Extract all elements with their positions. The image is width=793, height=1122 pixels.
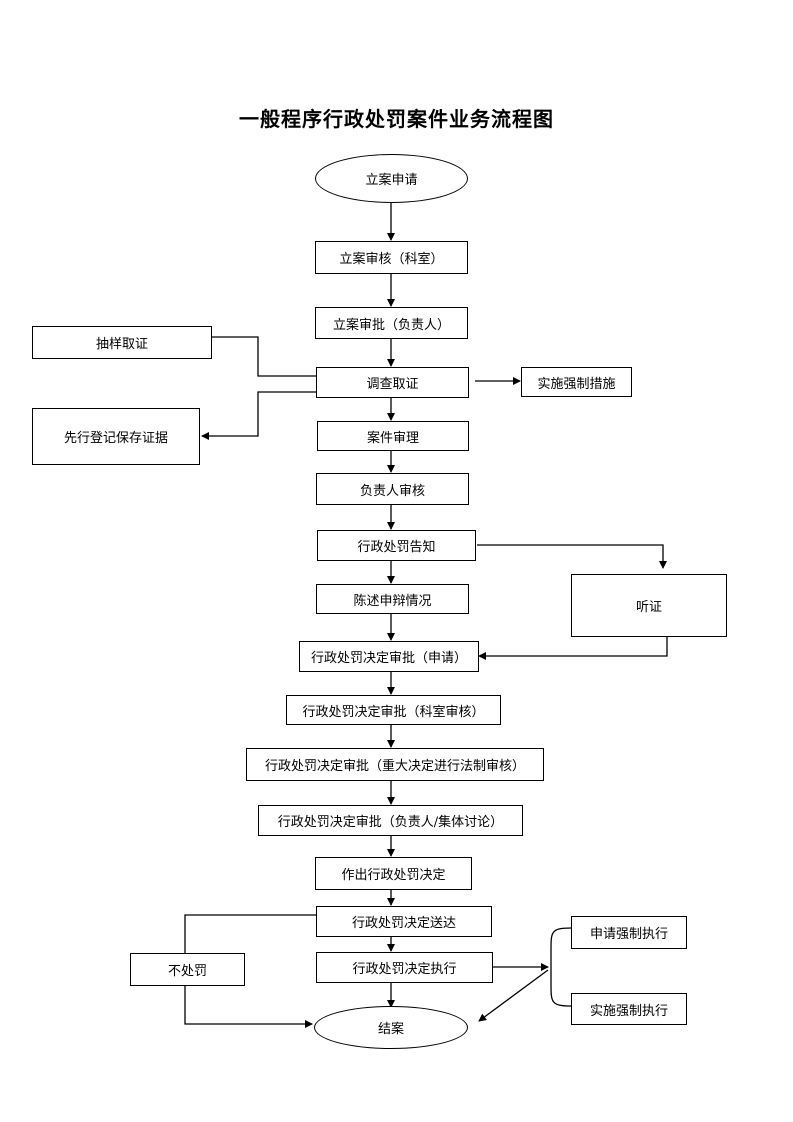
node-decision-approval-section: 行政处罚决定审批（科室审核） bbox=[286, 695, 501, 725]
node-case-approval-leader: 立案审批（负责人） bbox=[315, 307, 468, 339]
node-enforcement-measures: 实施强制措施 bbox=[521, 367, 632, 397]
node-make-decision: 作出行政处罚决定 bbox=[315, 857, 472, 890]
node-preserve-evidence: 先行登记保存证据 bbox=[32, 408, 200, 465]
node-case-closed: 结案 bbox=[314, 1006, 468, 1049]
node-hearing: 听证 bbox=[571, 574, 727, 637]
node-decision-approval-apply: 行政处罚决定审批（申请） bbox=[299, 641, 479, 672]
node-statement-defense: 陈述申辩情况 bbox=[316, 584, 469, 614]
node-leader-review: 负责人审核 bbox=[316, 473, 469, 505]
node-decision-approval-leader: 行政处罚决定审批（负责人/集体讨论） bbox=[258, 805, 523, 836]
node-investigation: 调查取证 bbox=[316, 367, 469, 398]
node-decision-delivery: 行政处罚决定送达 bbox=[316, 906, 492, 937]
page-title: 一般程序行政处罚案件业务流程图 bbox=[239, 107, 554, 131]
node-decision-approval-legal: 行政处罚决定审批（重大决定进行法制审核） bbox=[246, 748, 544, 781]
node-case-trial: 案件审理 bbox=[317, 421, 469, 451]
node-decision-execution: 行政处罚决定执行 bbox=[316, 952, 493, 983]
node-apply-enforcement: 申请强制执行 bbox=[571, 916, 687, 949]
node-implement-enforcement: 实施强制执行 bbox=[571, 993, 687, 1025]
node-case-review-section: 立案审核（科室） bbox=[315, 241, 468, 274]
node-case-application: 立案申请 bbox=[315, 154, 468, 203]
node-penalty-notice: 行政处罚告知 bbox=[317, 530, 476, 561]
node-sampling-evidence: 抽样取证 bbox=[32, 326, 212, 359]
node-no-penalty: 不处罚 bbox=[130, 953, 245, 986]
